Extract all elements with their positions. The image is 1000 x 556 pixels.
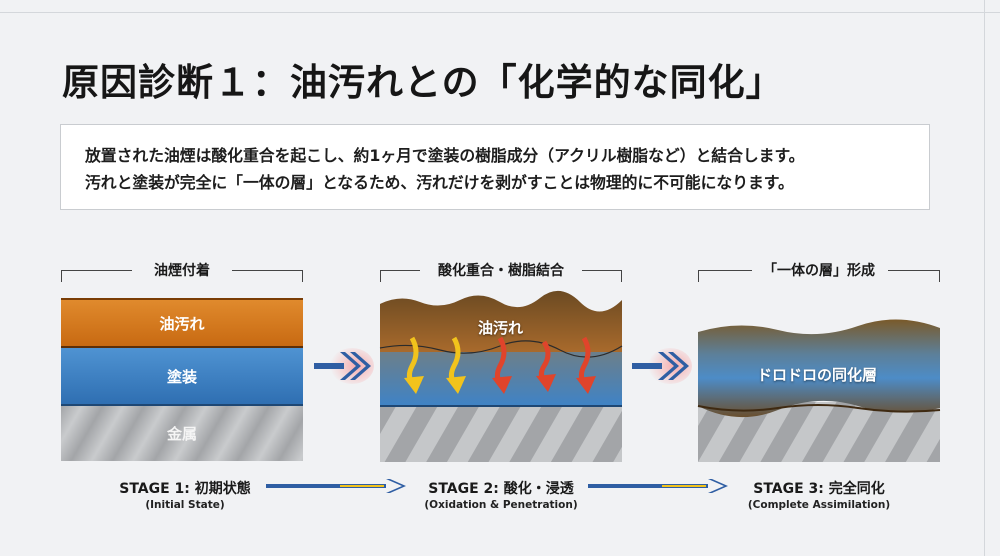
stage2-sublabel: (Oxidation & Penetration) xyxy=(424,499,578,511)
stage1-label: STAGE 1: 初期状態 xyxy=(119,481,251,497)
frame-top-line xyxy=(0,12,1000,13)
double-chevron-arrow-icon xyxy=(314,348,374,384)
stage3-diagram xyxy=(697,319,941,462)
stage1-metal-layer: 金属 xyxy=(61,406,303,461)
penetration-arrow-icon xyxy=(404,336,596,394)
description-line-1: 放置された油煙は酸化重合を起こし、約1ヶ月で塗装の樹脂成分（アクリル樹脂など）と… xyxy=(85,146,805,165)
stage3-label: STAGE 3: 完全同化 xyxy=(753,481,885,497)
frame-right-line xyxy=(984,0,985,556)
stage1-sublabel: (Initial State) xyxy=(145,499,225,511)
stage1-metal-label: 金属 xyxy=(166,425,197,443)
stage2-diagram xyxy=(379,290,623,462)
stage2-oil-label: 油汚れ xyxy=(478,319,524,337)
stage3-header: 「一体の層」形成 xyxy=(763,263,875,279)
stage1-paint-label: 塗装 xyxy=(166,367,197,386)
stage1-header: 油煙付着 xyxy=(154,263,210,279)
stage2-header: 酸化重合・樹脂結合 xyxy=(438,263,564,279)
flow-arrow-icon xyxy=(588,479,728,493)
stage1-paint-layer: 塗装 xyxy=(61,348,303,406)
stage1-oil-label: 油汚れ xyxy=(159,314,205,333)
description-box: 放置された油煙は酸化重合を起こし、約1ヶ月で塗装の樹脂成分（アクリル樹脂など）と… xyxy=(60,124,930,210)
stage2-header-gap xyxy=(420,264,582,278)
stage3-sublabel: (Complete Assimilation) xyxy=(747,499,891,511)
double-chevron-arrow-icon xyxy=(632,348,692,384)
page-title: 原因診断１：油汚れとの「化学的な同化」 xyxy=(62,61,784,104)
description-line-2: 汚れと塗装が完全に「一体の層」となるため、汚れだけを剥がすことは物理的に不可能に… xyxy=(85,173,794,192)
stage1-header-gap xyxy=(132,264,232,278)
flow-arrow-icon xyxy=(266,479,406,493)
stage3-layer-label: ドロドロの同化層 xyxy=(757,366,878,384)
stage3-header-gap xyxy=(752,264,888,278)
stage2-label: STAGE 2: 酸化・浸透 xyxy=(428,481,574,497)
stage1-oil-layer: 油汚れ xyxy=(61,298,303,348)
